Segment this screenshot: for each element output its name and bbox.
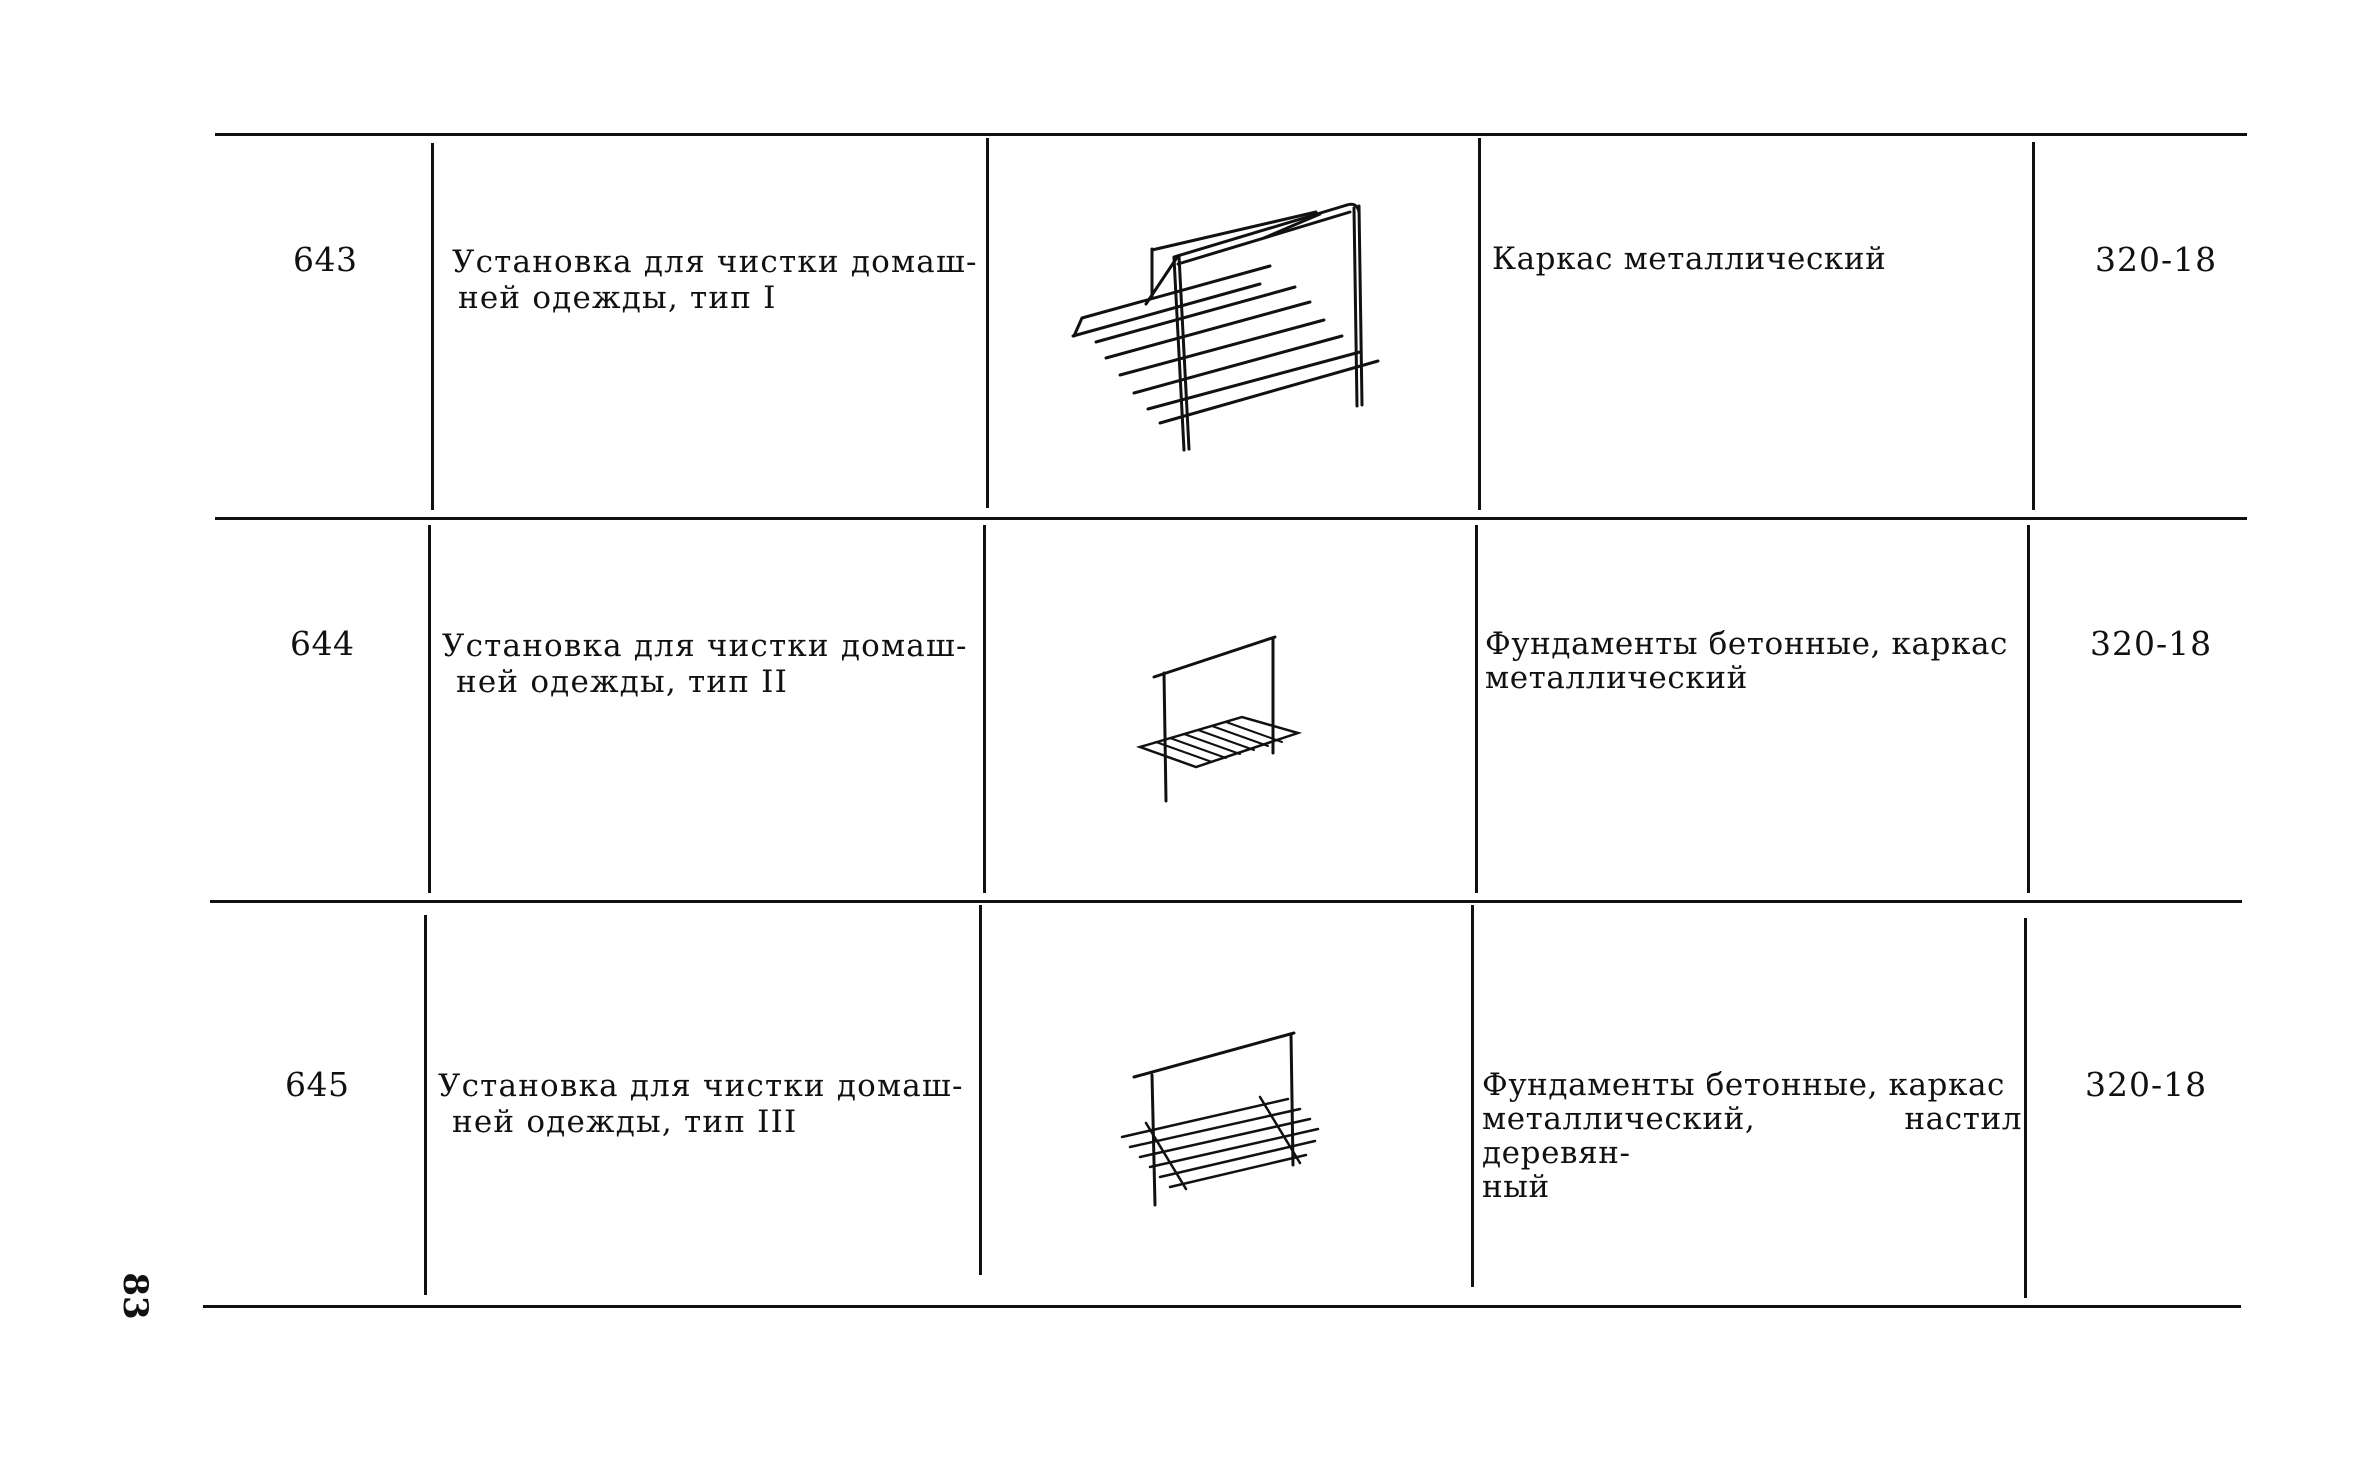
- item-number: 643: [293, 240, 358, 279]
- clothes-cleaning-rack-type-2-icon: [1135, 635, 1303, 803]
- column-separator: [431, 143, 434, 510]
- item-name-line: Установка для чистки домаш-: [438, 1068, 964, 1104]
- column-separator: [428, 525, 431, 893]
- column-separator: [983, 525, 986, 893]
- page-number: 83: [115, 1272, 155, 1320]
- description-line: Фундаменты бетонные, каркас: [1485, 626, 2008, 662]
- column-separator: [424, 915, 427, 1295]
- clothes-cleaning-rack-type-3-icon: [1120, 1031, 1320, 1207]
- item-description: Каркас металлический: [1492, 242, 2027, 276]
- item-description: Фундаменты бетонные, каркас металлически…: [1485, 627, 2025, 695]
- item-description: Фундаменты бетонные, каркас металлически…: [1482, 1068, 2022, 1204]
- item-name-line: ней одежды, тип III: [452, 1104, 798, 1140]
- project-code: 320-18: [2085, 1065, 2208, 1104]
- item-name: Установка для чистки домаш- ней одежды, …: [442, 628, 977, 700]
- column-separator: [1471, 905, 1474, 1287]
- clothes-cleaning-rack-type-1-icon: [1071, 202, 1380, 452]
- description-line: металлический: [1485, 660, 1748, 696]
- project-code: 320-18: [2095, 240, 2218, 279]
- row-divider: [215, 517, 2247, 520]
- column-separator: [2024, 918, 2027, 1298]
- item-name-line: Установка для чистки домаш-: [442, 628, 968, 664]
- description-line: металлический, настил деревян-: [1482, 1101, 2022, 1171]
- column-separator: [979, 905, 982, 1275]
- item-number: 645: [285, 1065, 350, 1104]
- column-separator: [1478, 138, 1481, 510]
- description-line: ный: [1482, 1169, 1550, 1205]
- table-top-rule: [215, 133, 2247, 136]
- item-name-line: ней одежды, тип II: [456, 664, 789, 700]
- item-name-line: ней одежды, тип I: [458, 280, 777, 316]
- column-separator: [986, 138, 989, 508]
- column-separator: [2027, 525, 2030, 893]
- row-divider: [210, 900, 2242, 903]
- item-number: 644: [290, 624, 355, 663]
- item-name: Установка для чистки домаш- ней одежды, …: [438, 1068, 973, 1140]
- column-separator: [1475, 525, 1478, 893]
- description-line: Фундаменты бетонные, каркас: [1482, 1067, 2005, 1103]
- project-code: 320-18: [2090, 624, 2213, 663]
- column-separator: [2032, 142, 2035, 510]
- description-line: Каркас металлический: [1492, 241, 1887, 277]
- item-name: Установка для чистки домаш- ней одежды, …: [452, 244, 982, 316]
- table-bottom-rule: [203, 1305, 2241, 1308]
- item-name-line: Установка для чистки домаш-: [452, 244, 978, 280]
